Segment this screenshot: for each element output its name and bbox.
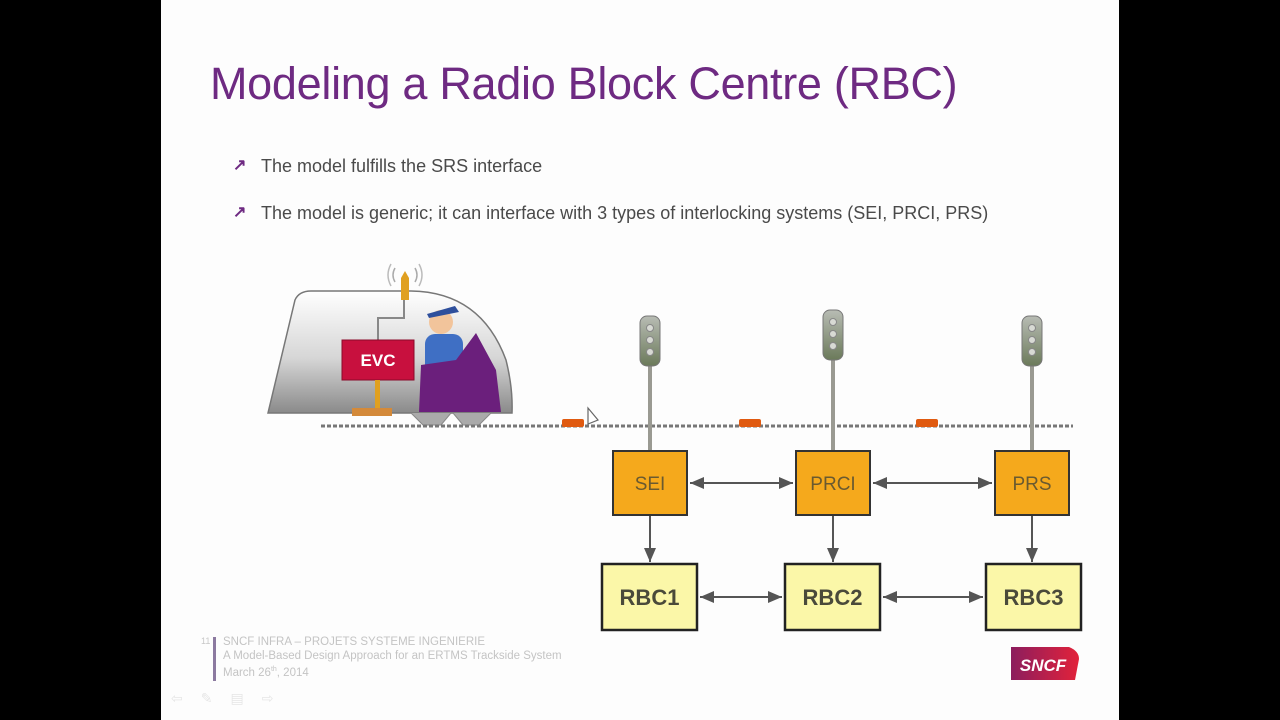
slide-menu-button[interactable]: ▤ [230, 690, 244, 706]
bullet-text: The model fulfills the SRS interface [261, 156, 543, 176]
rbc-label: RBC1 [620, 585, 680, 610]
bullet-item: ↗ The model is generic; it can interface… [233, 201, 1071, 225]
footer-line-2: A Model-Based Design Approach for an ERT… [223, 649, 562, 662]
signal-icon [1021, 315, 1043, 451]
cursor-icon [587, 406, 599, 425]
train-illustration: EVC [267, 263, 513, 426]
footer-line-1: SNCF INFRA – PROJETS SYSTEME INGENIERIE [223, 636, 485, 648]
train-wheels [410, 412, 492, 426]
footer-divider [213, 637, 216, 681]
antenna-icon [387, 263, 423, 300]
signal-icon [822, 309, 844, 451]
evc-label: EVC [361, 351, 396, 370]
interlocking-label: PRS [1012, 474, 1051, 495]
rbc-box-rbc3: RBC3 [984, 562, 1083, 632]
rbc-diagram: EVC SEI PRCI PRS RBC1 RBC2 RBC3 [267, 263, 1083, 632]
interlocking-label: PRCI [810, 474, 855, 495]
balise [739, 419, 761, 427]
balise [562, 419, 584, 427]
signal-icon [639, 315, 661, 451]
pen-tool-button[interactable]: ✎ [200, 690, 213, 706]
arrow-up-right-icon: ↗ [233, 157, 247, 174]
interlocking-label: SEI [635, 474, 666, 495]
rbc-box-rbc1: RBC1 [600, 562, 699, 632]
balise [916, 419, 938, 427]
antenna-balise-reader [352, 408, 392, 416]
next-slide-button[interactable]: ⇨ [261, 690, 274, 706]
evc-unit [341, 339, 415, 381]
rbc-box-rbc2: RBC2 [783, 562, 882, 632]
page-number: 11 [201, 636, 211, 646]
footer-text: SNCF INFRA – PROJETS SYSTEME INGENIERIE … [223, 636, 562, 680]
driver-seat [419, 333, 501, 412]
interlocking-box-prs: PRS [994, 450, 1070, 516]
interlocking-box-sei: SEI [612, 450, 688, 516]
footer-line-3: March 26th, 2014 [223, 666, 309, 679]
arrow-up-right-icon: ↗ [233, 204, 247, 221]
slide: Modeling a Radio Block Centre (RBC) ↗ Th… [161, 0, 1119, 720]
prev-slide-button[interactable]: ⇦ [171, 690, 183, 706]
bullet-item: ↗ The model fulfills the SRS interface [233, 154, 1071, 178]
sncf-logo: SNCF [1011, 647, 1079, 680]
rbc-label: RBC2 [803, 585, 863, 610]
interlocking-box-prci: PRCI [795, 450, 871, 516]
slide-title: Modeling a Radio Block Centre (RBC) [210, 58, 958, 109]
rbc-label: RBC3 [1004, 585, 1064, 610]
bullet-text: The model is generic; it can interface w… [261, 203, 989, 223]
slideshow-controls: ⇦ ✎ ▤ ⇨ [171, 690, 273, 707]
svg-text:SNCF: SNCF [1020, 656, 1067, 675]
